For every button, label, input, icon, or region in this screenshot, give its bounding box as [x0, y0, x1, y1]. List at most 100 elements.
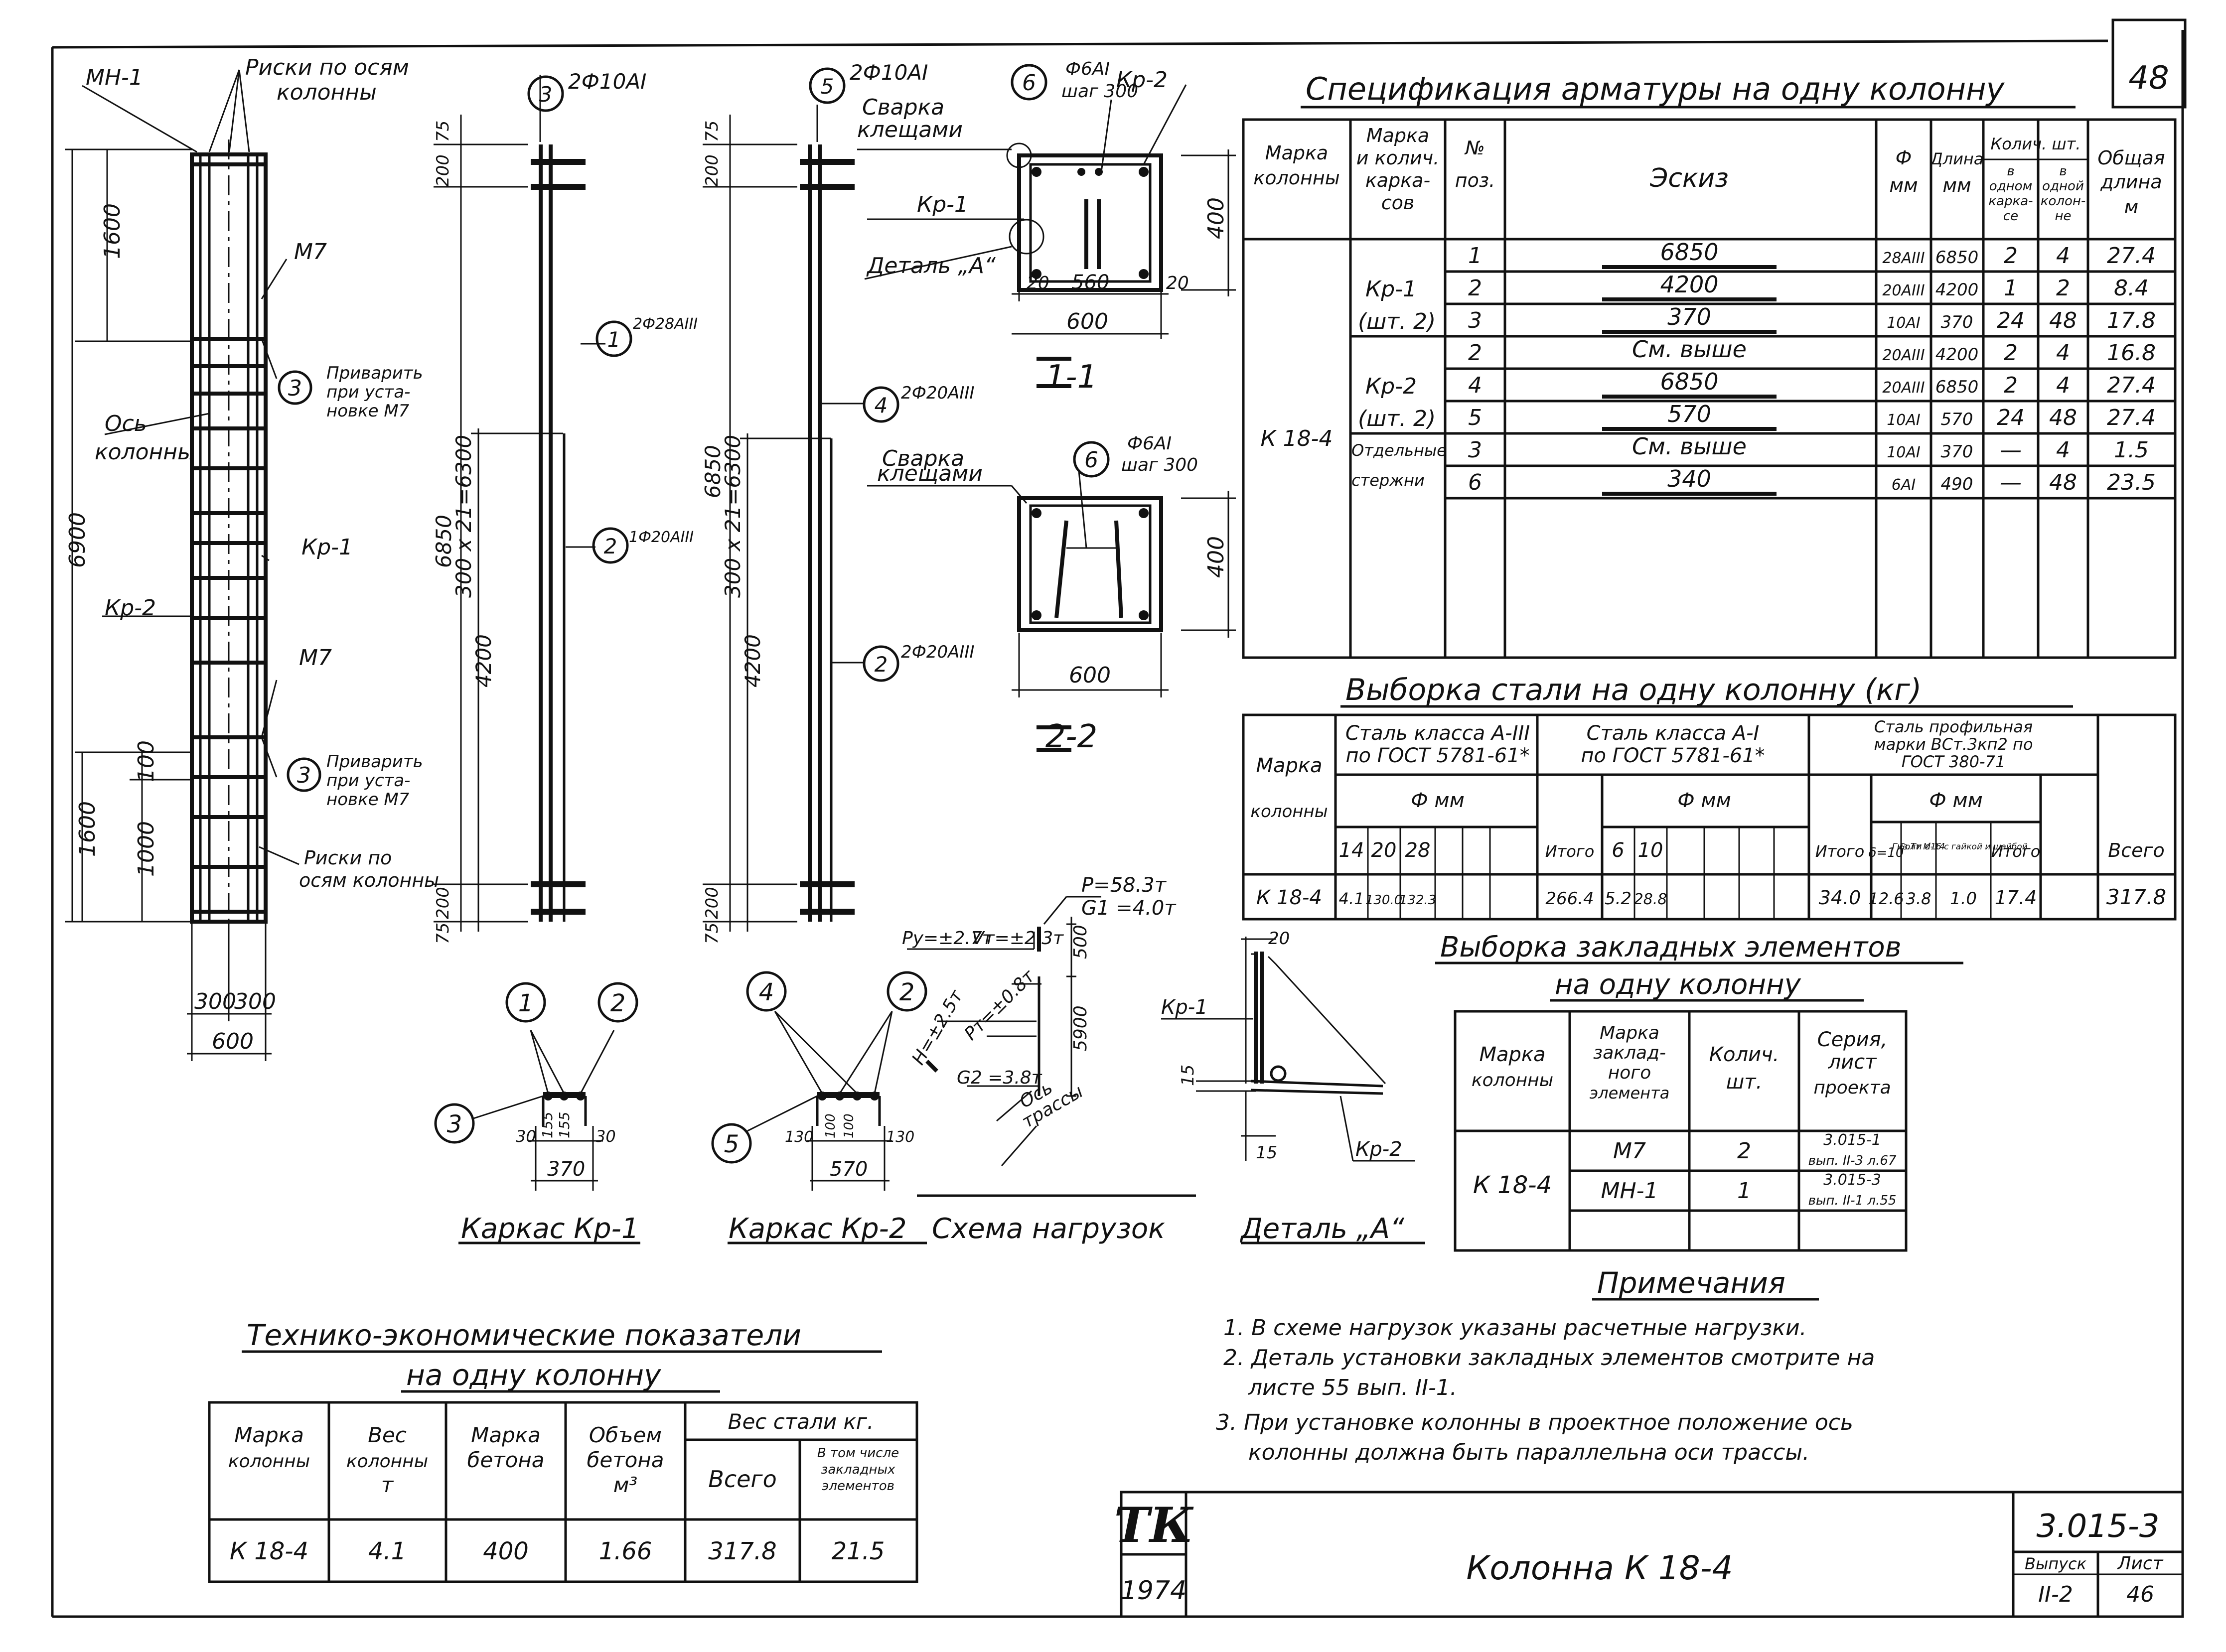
dim-300b: 300 — [234, 989, 276, 1014]
spec-h-cage-3: карка- — [1365, 169, 1430, 191]
small-kr2-d100b: 100 — [842, 1113, 857, 1138]
notes-line-5: колонны должна быть параллельна оси трас… — [1248, 1440, 1809, 1465]
steel-table-text: Марка колонны Сталь класса А-III по ГОСТ… — [1250, 717, 2166, 909]
bubble-6-s11: 6 — [1022, 70, 1036, 96]
spec-h-cage-4: сов — [1381, 192, 1415, 214]
spec-h-phi-1: Ф — [1896, 147, 1912, 169]
load-vt: Vт=±2.3т — [972, 928, 1064, 949]
spec-row-pos: 6 — [1468, 470, 1482, 495]
bubble-4-cage: 4 — [875, 393, 888, 417]
steel-h-a3-d20: 20 — [1371, 839, 1397, 862]
steel-h-phi-prof: Ф мм — [1929, 789, 1983, 812]
load-d5900: 5900 — [1070, 1005, 1091, 1051]
cage-kr1-dim-pitch: 300 x 21=6300 — [451, 435, 476, 598]
detail-a-kr1: Кр-1 — [1161, 996, 1208, 1019]
spec-row-pos: 4 — [1468, 373, 1482, 398]
spec-row-qc: 2 — [2004, 340, 2018, 366]
steel-row-a3-14: 4.1 — [1339, 889, 1364, 908]
spec-row-qk: 2 — [2056, 275, 2070, 301]
spec-row-len: 490 — [1941, 474, 1973, 494]
spec-row-phi: 20АIII — [1882, 282, 1925, 299]
steel-h-a3-2: по ГОСТ 5781-61* — [1345, 744, 1529, 767]
section-2-2-dim-400: 400 — [1203, 536, 1229, 578]
bubble-2-small: 2 — [610, 989, 626, 1017]
dim-bottom: 1600 — [75, 801, 100, 857]
spec-h-cage-1: Марка — [1366, 125, 1429, 146]
label-weld-bot-3: новке М7 — [326, 790, 410, 810]
steel-row-a3-28: 132.3 — [1399, 893, 1436, 908]
small-kr2-d130b: 130 — [886, 1128, 914, 1146]
steel-h-a3-d28: 28 — [1405, 839, 1431, 862]
cage-kr2-dim-pitch: 300 x 21=6300 — [721, 435, 745, 598]
small-kr2-d570: 570 — [830, 1158, 868, 1181]
title-series: 3.015-3 — [2036, 1508, 2159, 1545]
spec-row-qc: 2 — [2004, 243, 2018, 269]
spec-row-total: 27.4 — [2107, 405, 2156, 430]
spec-row-qk: 48 — [2049, 470, 2077, 495]
tech-row-steel-emb: 21.5 — [832, 1537, 885, 1565]
label-weld-bot-2: при уста- — [326, 771, 410, 791]
section-1-1-weld-1: Сварка — [862, 95, 944, 120]
spec-row-sketch: 570 — [1667, 401, 1711, 427]
cage-kr1-elevation — [434, 75, 605, 932]
spec-h-sketch: Эскиз — [1649, 163, 1729, 193]
spec-row-total: 16.8 — [2107, 340, 2156, 366]
column-stirrups — [192, 162, 266, 914]
embedded-title-2: на одну колонну — [1555, 968, 1801, 1001]
bubble-3-top: 3 — [288, 376, 302, 401]
tech-h-steel-emb-3: элементов — [822, 1479, 894, 1494]
steel-row-grand-total: 317.8 — [2106, 885, 2166, 909]
spec-column-mark: К 18-4 — [1260, 426, 1333, 451]
steel-row-a3-20: 130.0 — [1365, 893, 1402, 908]
detail-a-d15a: 15 — [1178, 1065, 1198, 1086]
spec-row-sketch: 4200 — [1660, 271, 1718, 298]
label-riski-bot-1: Риски по — [304, 847, 392, 869]
tech-h-volume-1: Объем — [589, 1423, 662, 1447]
steel-h-prof-1: Сталь профильная — [1874, 717, 2033, 736]
section-1-1-kr1: Кр-1 — [917, 192, 968, 217]
detail-a — [1161, 937, 1425, 1244]
steel-h-a1-itogo: Итого — [1815, 842, 1865, 861]
steel-row-prof-total: 17.4 — [1995, 887, 2037, 909]
steel-h-a1-2: по ГОСТ 5781-61* — [1581, 744, 1765, 767]
spec-row-phi: 10АI — [1887, 444, 1921, 461]
tech-h-concrete-2: бетона — [467, 1448, 544, 1472]
spec-row-phi: 10АI — [1887, 412, 1921, 429]
spec-row-phi: 20АIII — [1882, 347, 1925, 364]
title-main: Колонна К 18-4 — [1466, 1549, 1733, 1587]
spec-row-qk: 4 — [2056, 243, 2070, 269]
spec-h-qc-1: в — [2007, 164, 2014, 179]
label-mn1: МН-1 — [86, 65, 143, 90]
spec-row-qk: 48 — [2049, 308, 2077, 333]
cage-kr2-bar2-label: 2Ф20АIII — [901, 642, 975, 662]
load-d500: 500 — [1070, 925, 1091, 959]
sheet-border — [51, 18, 2187, 1618]
steel-row-prof-2: 3.8 — [1906, 889, 1931, 908]
bubble-3-bottom: 3 — [297, 763, 311, 788]
emb-h-ser-1: Серия, — [1817, 1028, 1888, 1051]
steel-h-a3-itogo: Итого — [1545, 842, 1595, 861]
emb-row1-series-1: 3.015-1 — [1823, 1131, 1881, 1149]
label-axis-2: колонны — [95, 439, 195, 465]
tech-h-mark-2: колонны — [228, 1451, 310, 1472]
load-h: Н=±2.5т — [908, 986, 967, 1069]
label-riski-top-2: колонны — [277, 80, 377, 105]
spec-h-qk-3: колон- — [2041, 194, 2086, 209]
spec-row-total: 27.4 — [2107, 373, 2156, 398]
spec-row-sketch: 370 — [1667, 303, 1711, 330]
title-block: ТК 1974 Колонна К 18-4 3.015-3 Выпуск II… — [1114, 1491, 2184, 1618]
tech-h-volume-2: бетона — [587, 1448, 664, 1472]
spec-h-qk-1: в — [2059, 164, 2067, 179]
detail-a-d20: 20 — [1268, 929, 1290, 949]
title-sheet: 46 — [2126, 1582, 2154, 1607]
steel-h-phi-a3: Ф мм — [1411, 789, 1465, 812]
spec-row-sketch: 6850 — [1660, 368, 1718, 395]
cage-kr1-dim-4200: 4200 — [471, 634, 496, 688]
section-2-2-dim-600: 600 — [1069, 663, 1111, 688]
spec-h-qty: Колич. шт. — [1991, 135, 2081, 153]
detail-a-kr2: Кр-2 — [1355, 1138, 1402, 1161]
load-p: Р=58.3т — [1081, 874, 1167, 897]
steel-row-a1-total: 34.0 — [1819, 887, 1861, 909]
spec-row-pos: 3 — [1468, 437, 1482, 463]
steel-h-vsego: Всего — [2108, 839, 2165, 861]
